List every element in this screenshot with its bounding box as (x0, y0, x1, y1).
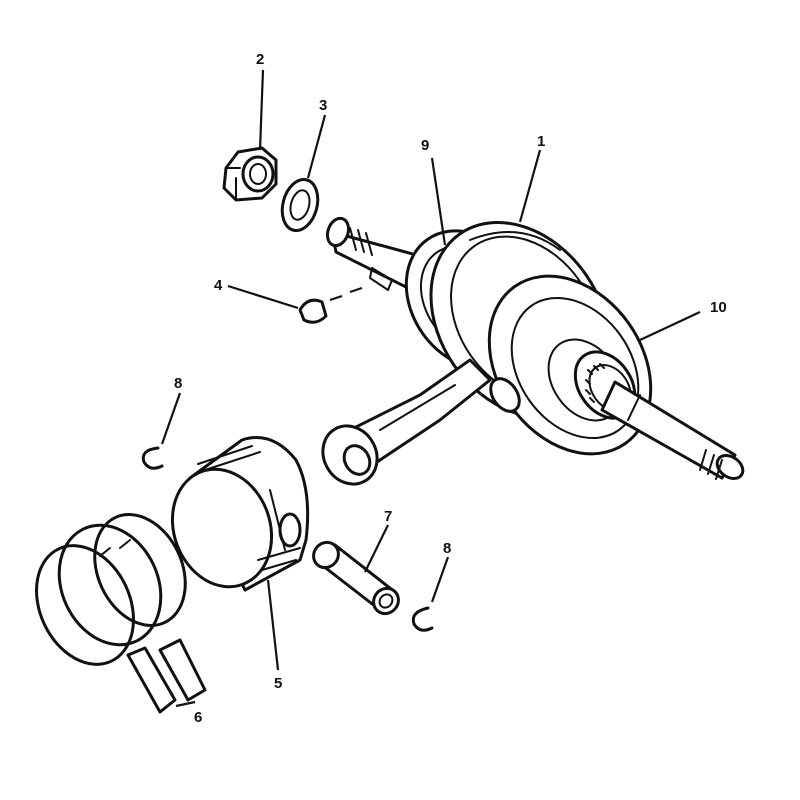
callout-5: 5 (274, 675, 282, 692)
leader-9 (430, 157, 447, 246)
callout-3: 3 (319, 97, 327, 114)
callout-8-left: 8 (174, 375, 182, 392)
washer (280, 178, 320, 232)
woodruff-key (298, 298, 328, 324)
crank-pin (489, 377, 521, 413)
leader-5 (266, 579, 280, 671)
circlip-left (141, 446, 164, 470)
crankshaft-assembly (321, 216, 745, 486)
callout-8-right: 8 (443, 540, 451, 557)
circlip-right (411, 606, 434, 632)
callout-6: 6 (194, 709, 202, 726)
callout-2: 2 (256, 51, 264, 68)
callout-9: 9 (421, 137, 429, 154)
connecting-rod (321, 358, 492, 486)
nut (222, 146, 278, 202)
key-dash-line (329, 286, 363, 302)
leader-7 (364, 524, 389, 573)
leader-1 (518, 149, 542, 223)
leader-4 (227, 284, 299, 310)
leader-10 (639, 311, 701, 341)
piston (170, 436, 310, 592)
leader-8-left (160, 392, 182, 445)
piston-rings (35, 513, 207, 714)
callout-1: 1 (537, 133, 545, 150)
callout-10: 10 (710, 299, 727, 316)
piston-pin (312, 540, 400, 616)
leader-8-right (430, 556, 450, 603)
leader-lines (160, 69, 701, 708)
leader-2 (258, 69, 265, 151)
callout-7: 7 (384, 508, 392, 525)
callout-labels: 2 3 1 9 10 4 8 8 7 5 6 (174, 51, 727, 726)
callout-4: 4 (214, 277, 223, 294)
leader-3 (306, 114, 327, 179)
leader-6 (175, 700, 196, 708)
crankshaft-right-shaft (600, 380, 745, 480)
